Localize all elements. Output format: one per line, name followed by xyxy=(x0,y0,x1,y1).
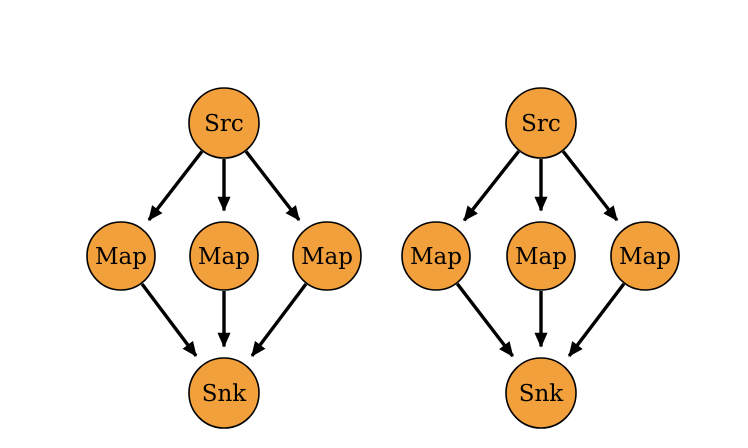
node-map2[interactable]: Map xyxy=(189,221,259,291)
node-shape-map3[interactable] xyxy=(610,221,680,291)
edge-map1-to-snk xyxy=(140,282,198,357)
node-src[interactable]: Src xyxy=(505,87,577,159)
right-dataflow-graph-edges xyxy=(455,150,626,358)
node-map3[interactable]: Map xyxy=(610,221,680,291)
edge-map3-to-snk xyxy=(250,282,308,357)
node-shape-src[interactable] xyxy=(505,87,577,159)
left-dataflow-graph-edges xyxy=(140,150,308,357)
node-shape-snk[interactable] xyxy=(505,357,577,429)
edge-src-to-map3 xyxy=(561,150,619,222)
edges-group xyxy=(140,150,626,358)
node-src[interactable]: Src xyxy=(188,87,260,159)
node-shape-map2[interactable] xyxy=(189,221,259,291)
node-map1[interactable]: Map xyxy=(86,221,156,291)
node-shape-src[interactable] xyxy=(188,87,260,159)
node-shape-map3[interactable] xyxy=(292,221,362,291)
node-shape-snk[interactable] xyxy=(188,357,260,429)
node-shape-map2[interactable] xyxy=(506,221,576,291)
edge-src-to-map3 xyxy=(244,150,301,222)
node-shape-map1[interactable] xyxy=(86,221,156,291)
node-snk[interactable]: Snk xyxy=(505,357,577,429)
node-snk[interactable]: Snk xyxy=(188,357,260,429)
edge-src-to-map1 xyxy=(147,150,204,222)
node-map1[interactable]: Map xyxy=(401,221,471,291)
edge-map1-to-snk xyxy=(455,282,515,358)
node-map3[interactable]: Map xyxy=(292,221,362,291)
edge-map3-to-snk xyxy=(567,282,626,357)
node-map2[interactable]: Map xyxy=(506,221,576,291)
edge-src-to-map1 xyxy=(462,150,521,222)
node-shape-map1[interactable] xyxy=(401,221,471,291)
